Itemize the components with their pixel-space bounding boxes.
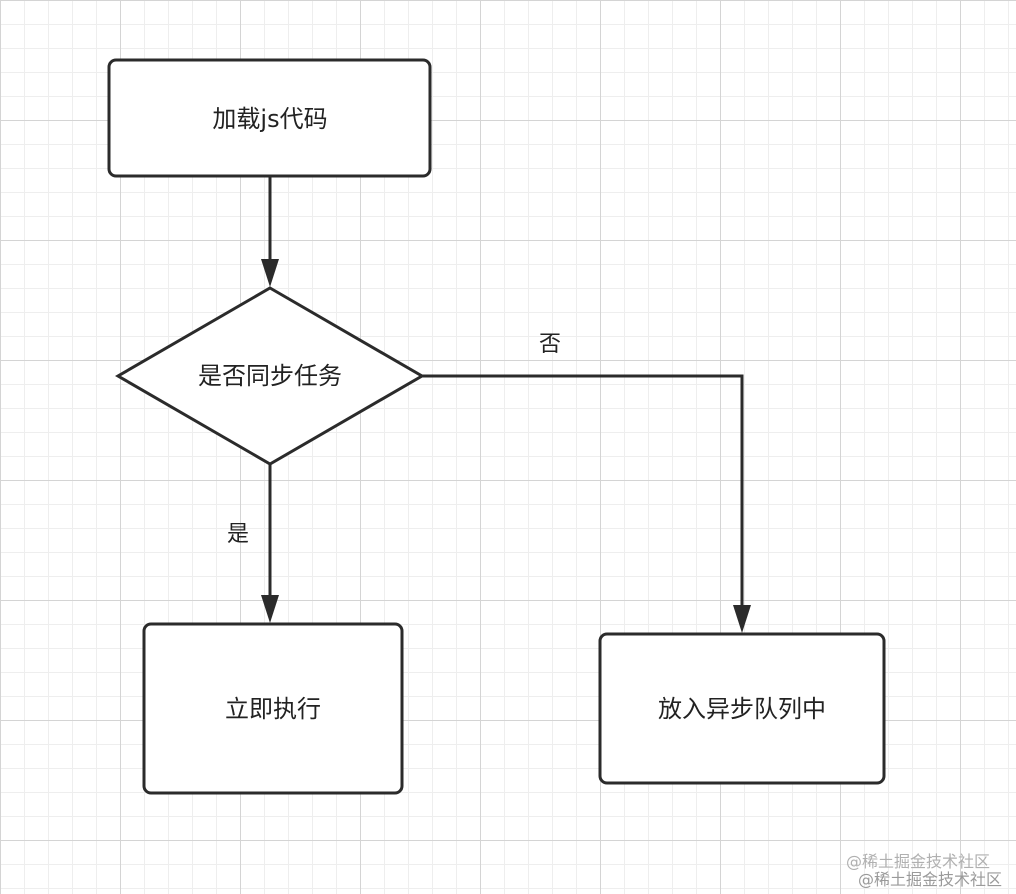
node-is-sync-task[interactable]: 是否同步任务 — [115, 286, 425, 466]
arrowhead — [733, 605, 751, 633]
arrowhead — [261, 259, 279, 287]
node-execute-immediately[interactable]: 立即执行 — [142, 622, 404, 795]
node-label: 加载js代码 — [212, 105, 327, 133]
node-async-queue[interactable]: 放入异步队列中 — [598, 632, 886, 785]
edge-label-yes: 是 — [227, 522, 249, 547]
watermark-text: @稀土掘金技术社区 — [857, 870, 1002, 889]
edge-decision-to-queue — [422, 374, 751, 633]
node-label: 是否同步任务 — [198, 362, 342, 390]
edge-label-no: 否 — [539, 332, 561, 357]
arrowhead — [261, 595, 279, 623]
edge-decision-to-execute — [261, 464, 279, 623]
node-label: 立即执行 — [225, 695, 321, 723]
edge-load-to-decision — [261, 176, 279, 287]
node-label: 放入异步队列中 — [658, 695, 826, 723]
watermark-text: @稀土掘金技术社区 — [845, 852, 990, 871]
node-load-js-code[interactable]: 加载js代码 — [107, 58, 432, 178]
